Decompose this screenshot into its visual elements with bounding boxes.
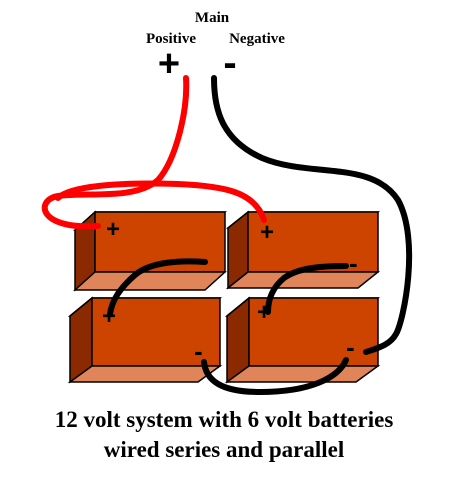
main-plus-symbol: + [158, 43, 180, 85]
main-negative-wire [211, 75, 413, 355]
battery-bottom-face [67, 365, 223, 383]
terminal-bottom-left-plus: + [102, 303, 116, 330]
series-wire-right [265, 263, 349, 315]
battery-bottom-face [224, 365, 381, 383]
terminal-bottom-right-plus: + [257, 299, 271, 326]
terminal-bottom-right-minus-left: - [194, 336, 203, 366]
series-wire-left [107, 258, 208, 317]
caption-line-2: wired series and parallel [104, 437, 344, 462]
caption-line-1: 12 volt system with 6 volt batteries [55, 407, 394, 432]
terminal-bottom-right-minus-right: - [346, 332, 355, 362]
battery-bottom-face [225, 271, 381, 289]
terminal-top-right-minus: - [349, 248, 358, 278]
positive-parallel-wire [55, 180, 267, 223]
main-label: Main [195, 10, 230, 26]
terminal-top-right-plus: + [260, 219, 274, 246]
battery-bottom-left [67, 296, 223, 384]
battery-top-left [73, 210, 227, 292]
main-positive-wire [41, 75, 190, 230]
main-minus-symbol: - [223, 41, 236, 85]
positive-label: Positive [146, 31, 196, 47]
negative-label: Negative [229, 31, 285, 47]
battery-bottom-face [73, 271, 227, 291]
terminal-top-left-plus: + [106, 216, 120, 243]
battery-bottom-right [224, 296, 381, 384]
negative-parallel-wire [201, 357, 349, 396]
